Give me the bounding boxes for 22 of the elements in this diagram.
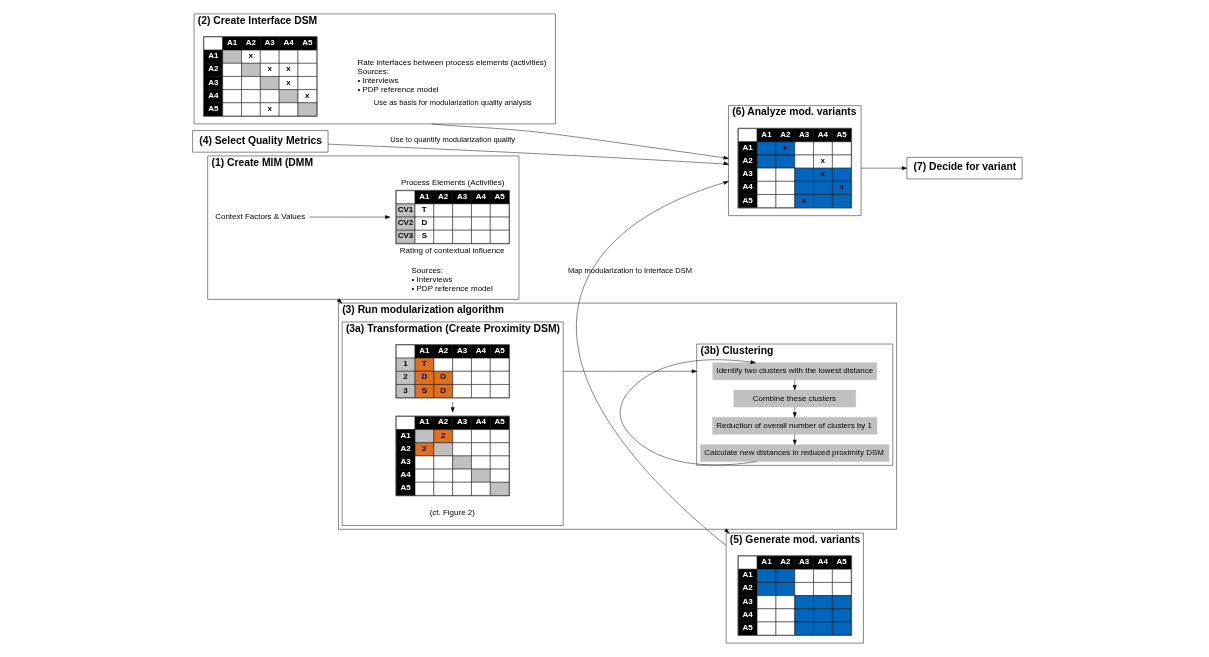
arrow: [792, 406, 797, 418]
arrow: [792, 434, 797, 445]
node-box: Reduction of overall number of clusters by 1: [712, 417, 878, 435]
arrow: [337, 298, 343, 304]
arrow: [562, 369, 697, 374]
arrow: [450, 401, 455, 413]
node-box: Calculate new distances in reduced proximity DSM: [700, 444, 890, 462]
arrow: [431, 123, 729, 160]
node-text: Context Factors & Values: [215, 211, 306, 221]
node-box: (4) Select Quality Metrics: [192, 130, 329, 153]
node-box: Combine these clusters: [733, 389, 856, 408]
edge-label: Map modularization to Interface DSM: [567, 265, 692, 275]
arrow: [309, 215, 391, 219]
edge-label: Use to quantify modularization quality: [390, 135, 516, 145]
node-label: Process Elements (Activities): [400, 177, 505, 187]
node-box: (7) Decide for variant: [906, 157, 1023, 180]
arrow: [327, 143, 729, 165]
arrow: [619, 359, 757, 466]
node-label: Rating of contextual influence: [399, 246, 505, 256]
arrow: [860, 166, 908, 171]
edge-label: Use as basis for modularization quality analysis: [373, 97, 532, 107]
arrow: [792, 379, 797, 391]
